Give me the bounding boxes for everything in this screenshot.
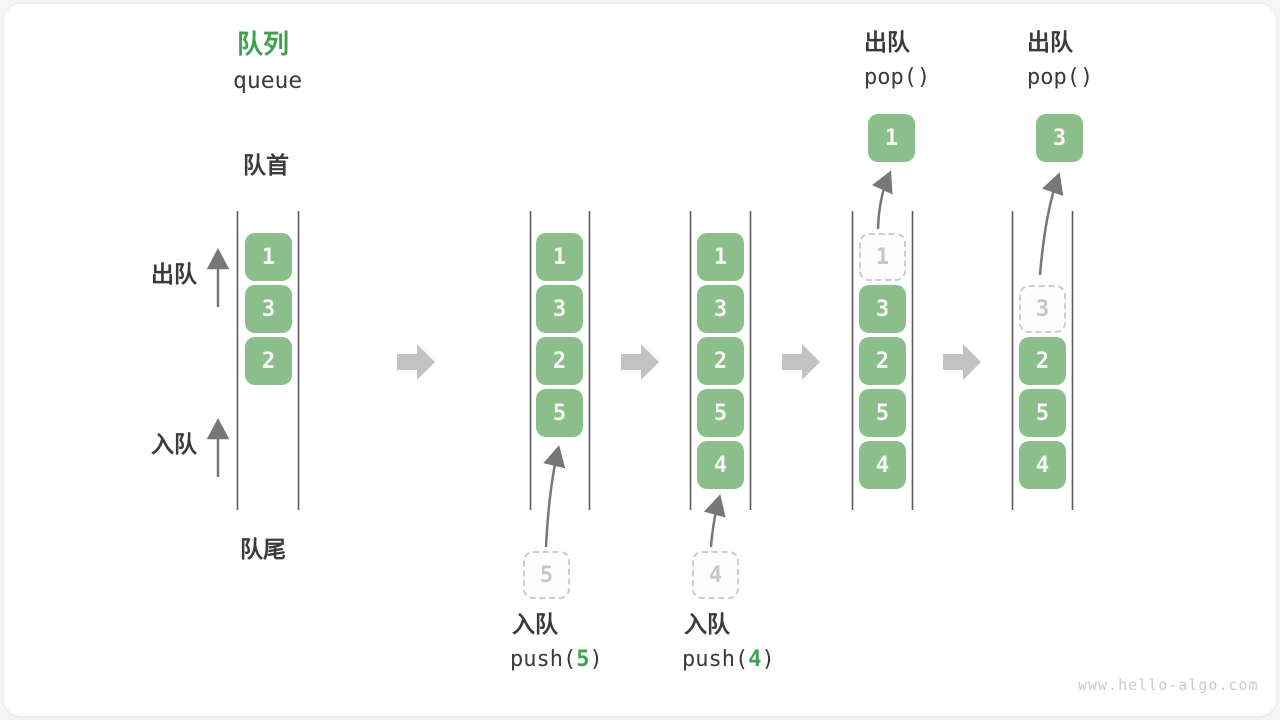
- push-op-label: 入队: [512, 611, 558, 637]
- queue-item: 5: [697, 389, 744, 437]
- pop-3-arrow: [1038, 172, 1064, 276]
- queue-item: 3: [859, 285, 906, 333]
- transition-arrow: [621, 344, 659, 380]
- queue-item: 4: [1019, 441, 1066, 489]
- queue-item: 3: [536, 285, 583, 333]
- transition-arrow: [397, 344, 435, 380]
- queue-item: 4: [697, 441, 744, 489]
- code-arg: 5: [576, 647, 590, 672]
- queue-item: 1: [245, 233, 292, 281]
- push-op-code: push(5): [510, 647, 603, 672]
- pop-op-label: 出队: [864, 29, 910, 55]
- queue-item: 3: [245, 285, 292, 333]
- label-queue-rear: 队尾: [240, 536, 286, 562]
- pending-item: 5: [523, 551, 570, 599]
- push-op-label: 入队: [684, 611, 730, 637]
- queue-item: 3: [697, 285, 744, 333]
- queue-item: 4: [859, 441, 906, 489]
- code-arg: 4: [748, 647, 762, 672]
- pop-op-code: pop(): [864, 65, 931, 90]
- queue-item: 2: [245, 337, 292, 385]
- queue-item: 2: [697, 337, 744, 385]
- queue-item: 2: [1019, 337, 1066, 385]
- queue-channel-lines: [236, 211, 1074, 510]
- push-5-arrow: [543, 445, 566, 548]
- pop-op-label: 出队: [1027, 29, 1073, 55]
- queue-item: 5: [1019, 389, 1066, 437]
- watermark: www.hello-algo.com: [1078, 676, 1259, 694]
- pop-1-arrow: [872, 170, 893, 230]
- queue-item: 5: [859, 389, 906, 437]
- code-text: push(: [682, 647, 749, 672]
- code-text: ): [761, 647, 775, 672]
- push-op-code: push(4): [682, 647, 775, 672]
- pop-op-code: pop(): [1027, 65, 1094, 90]
- transition-arrow: [782, 344, 820, 380]
- label-dequeue-side: 出队: [151, 261, 197, 287]
- queue-item: 2: [859, 337, 906, 385]
- popped-item: 3: [1036, 114, 1083, 162]
- queue-item: 2: [536, 337, 583, 385]
- pending-item: 4: [692, 551, 739, 599]
- push-4-arrow: [703, 494, 726, 548]
- queue-item-ghost: 3: [1019, 285, 1066, 333]
- label-enqueue-side: 入队: [151, 431, 197, 457]
- code-text: ): [589, 647, 603, 672]
- label-queue-front: 队首: [243, 152, 289, 178]
- queue-item-ghost: 1: [859, 233, 906, 281]
- queue-item: 1: [697, 233, 744, 281]
- popped-item: 1: [868, 114, 915, 162]
- transition-arrow: [943, 344, 981, 380]
- code-text: push(: [510, 647, 577, 672]
- page-subtitle: queue: [233, 68, 303, 94]
- queue-item: 1: [536, 233, 583, 281]
- queue-item: 5: [536, 389, 583, 437]
- page-title: 队列: [237, 29, 290, 59]
